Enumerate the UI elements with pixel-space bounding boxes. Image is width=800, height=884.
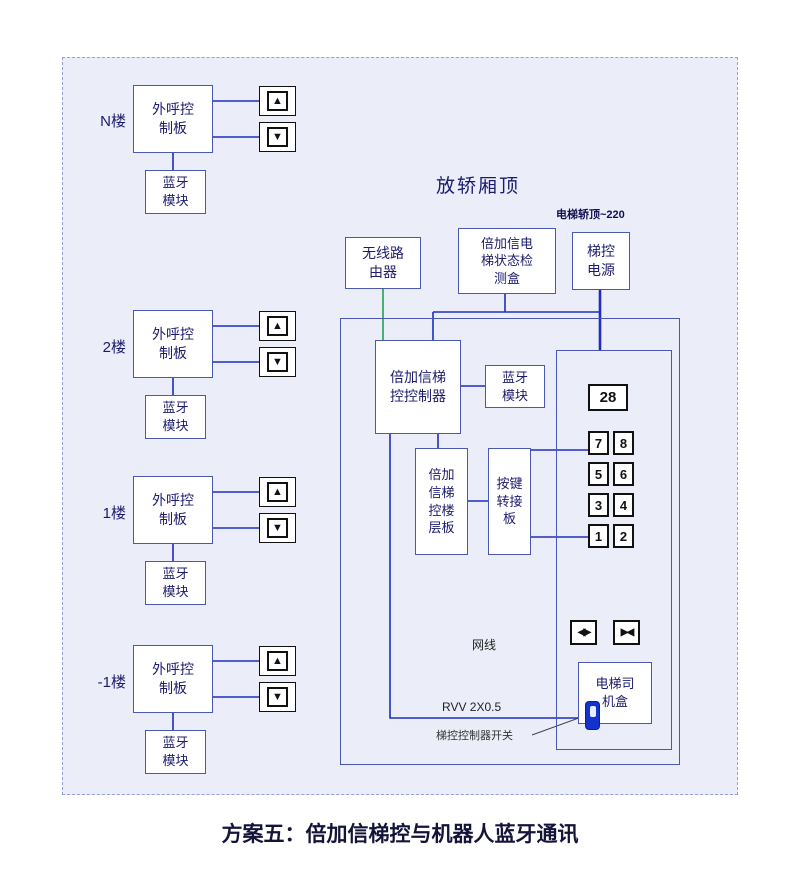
- car-top-heading: 放轿厢顶: [436, 176, 521, 197]
- key-adapter-box: 按键 转接 板: [488, 448, 531, 555]
- floor-label: N楼: [100, 113, 126, 130]
- door-open-button: ◀▶: [570, 620, 597, 645]
- door-close-button: ▶◀: [613, 620, 640, 645]
- car-top-power-note: 电梯轿顶~220: [556, 209, 625, 221]
- down-arrow-icon: ▼: [267, 352, 288, 372]
- controller-switch-label: 梯控控制器开关: [436, 730, 513, 742]
- down-call-button: ▼: [259, 347, 296, 377]
- controller-switch: [585, 701, 600, 730]
- bluetooth-module-box: 蓝牙 模块: [145, 170, 206, 214]
- elevator-status-detector-box: 倍加信电 梯状态检 测盒: [458, 228, 556, 294]
- up-arrow-icon: ▲: [267, 482, 288, 502]
- hall-call-board: 外呼控 制板: [133, 476, 213, 544]
- car-button-2: 2: [613, 524, 634, 548]
- up-call-button: ▲: [259, 311, 296, 341]
- car-button-8: 8: [613, 431, 634, 455]
- down-arrow-icon: ▼: [267, 127, 288, 147]
- up-call-button: ▲: [259, 477, 296, 507]
- car-button-1: 1: [588, 524, 609, 548]
- up-call-button: ▲: [259, 86, 296, 116]
- floor-label: 1楼: [102, 505, 126, 522]
- down-arrow-icon: ▼: [267, 518, 288, 538]
- bluetooth-module-box: 蓝牙 模块: [145, 395, 206, 439]
- wireless-router-box: 无线路 由器: [345, 237, 421, 289]
- floor-indicator-display: 28: [588, 384, 628, 411]
- down-call-button: ▼: [259, 122, 296, 152]
- bluetooth-module-box: 蓝牙 模块: [145, 730, 206, 774]
- car-top-assembly-box: [340, 318, 680, 765]
- car-button-6: 6: [613, 462, 634, 486]
- elevator-controller-box: 倍加信梯 控控制器: [375, 340, 461, 434]
- car-button-7: 7: [588, 431, 609, 455]
- diagram-title: 方案五：倍加信梯控与机器人蓝牙通讯: [221, 822, 579, 846]
- car-button-3: 3: [588, 493, 609, 517]
- hall-call-board: 外呼控 制板: [133, 645, 213, 713]
- bluetooth-module-box: 蓝牙 模块: [485, 365, 545, 408]
- car-button-4: 4: [613, 493, 634, 517]
- car-operating-panel: [556, 350, 672, 750]
- hall-call-board: 外呼控 制板: [133, 310, 213, 378]
- door-close-icon: ▶◀: [620, 627, 634, 638]
- door-open-icon: ◀▶: [577, 627, 591, 638]
- up-arrow-icon: ▲: [267, 651, 288, 671]
- down-call-button: ▼: [259, 513, 296, 543]
- controller-power-box: 梯控 电源: [572, 232, 630, 290]
- up-arrow-icon: ▲: [267, 91, 288, 111]
- floor-label: -1楼: [97, 674, 126, 691]
- car-button-5: 5: [588, 462, 609, 486]
- down-call-button: ▼: [259, 682, 296, 712]
- up-call-button: ▲: [259, 646, 296, 676]
- hall-call-board: 外呼控 制板: [133, 85, 213, 153]
- floor-label: 2楼: [102, 339, 126, 356]
- network-cable-label: 网线: [472, 638, 497, 652]
- floor-board-box: 倍加 信梯 控楼 层板: [415, 448, 468, 555]
- down-arrow-icon: ▼: [267, 687, 288, 707]
- rvv-cable-label: RVV 2X0.5: [442, 700, 502, 714]
- up-arrow-icon: ▲: [267, 316, 288, 336]
- bluetooth-module-box: 蓝牙 模块: [145, 561, 206, 605]
